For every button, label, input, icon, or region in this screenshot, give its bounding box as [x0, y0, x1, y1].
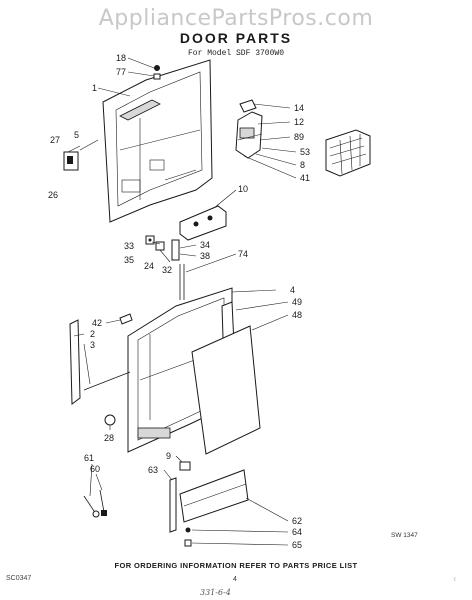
- spring-61[interactable]: [83, 495, 100, 518]
- page-number: 4: [233, 576, 237, 583]
- callout-4: 4: [290, 285, 296, 295]
- bolt-60[interactable]: [99, 489, 107, 516]
- panel-63[interactable]: [169, 477, 177, 533]
- callout-74: 74: [238, 249, 249, 259]
- callout-62: 62: [292, 516, 303, 526]
- bracket-27[interactable]: [63, 139, 99, 171]
- latch-assembly[interactable]: [145, 235, 180, 261]
- knob-28[interactable]: [104, 414, 116, 426]
- callout-14: 14: [294, 103, 305, 113]
- callout-12: 12: [294, 117, 305, 127]
- callout-2: 2: [90, 329, 96, 339]
- callout-61: 61: [84, 453, 95, 463]
- silverware-basket[interactable]: [325, 129, 371, 177]
- callout-8: 8: [300, 160, 306, 170]
- callout-18: 18: [116, 53, 127, 63]
- side-rail-74[interactable]: [179, 264, 185, 300]
- callout-32: 32: [162, 265, 173, 275]
- callout-9: 9: [166, 451, 172, 461]
- callout-5: 5: [74, 130, 80, 140]
- callout-1: 1: [92, 83, 98, 93]
- clip-9[interactable]: [179, 461, 191, 471]
- callout-63: 63: [148, 465, 159, 475]
- callout-41: 41: [300, 173, 311, 183]
- page-title: DOOR PARTS: [179, 30, 293, 46]
- callout-10: 10: [238, 184, 249, 194]
- callout-53: 53: [300, 147, 311, 157]
- callout-3: 3: [90, 340, 96, 350]
- callout-38: 38: [200, 251, 211, 261]
- callout-77: 77: [116, 67, 127, 77]
- callout-34: 34: [200, 240, 211, 250]
- callout-48: 48: [292, 310, 303, 320]
- corner-mark: ⁽: [454, 576, 456, 585]
- document-code: SC0347: [6, 575, 32, 582]
- door-panel-48[interactable]: [191, 325, 261, 455]
- callout-64: 64: [292, 527, 303, 537]
- screw-65[interactable]: [184, 539, 192, 547]
- callout-28: 28: [104, 433, 115, 443]
- callout-89: 89: [294, 132, 305, 142]
- drawing-code: SW 1347: [391, 532, 418, 539]
- callout-27: 27: [50, 135, 61, 145]
- callout-60: 60: [90, 464, 101, 474]
- model-subtitle: For Model SDF 3700W0: [187, 49, 284, 58]
- inner-door-panel[interactable]: [102, 59, 213, 223]
- handwritten-note: 331-6-4: [200, 588, 231, 597]
- callout-26: 26: [48, 190, 59, 200]
- leader-lines: [67, 57, 297, 546]
- detergent-dispenser[interactable]: [235, 99, 263, 159]
- callout-33: 33: [124, 241, 135, 251]
- ordering-instruction: FOR ORDERING INFORMATION REFER TO PARTS …: [114, 561, 358, 570]
- kick-plate-62[interactable]: [179, 469, 249, 523]
- watermark: AppliancePartsPros.com: [98, 6, 374, 31]
- hinge-bracket-10[interactable]: [179, 205, 227, 241]
- callout-35: 35: [124, 255, 135, 265]
- callout-65: 65: [292, 540, 303, 550]
- callout-49: 49: [292, 297, 303, 307]
- screw-18[interactable]: [153, 65, 161, 80]
- callout-24: 24: [144, 261, 155, 271]
- callout-42: 42: [92, 318, 103, 328]
- screw-64[interactable]: [185, 527, 191, 533]
- side-trim-42[interactable]: [69, 313, 133, 405]
